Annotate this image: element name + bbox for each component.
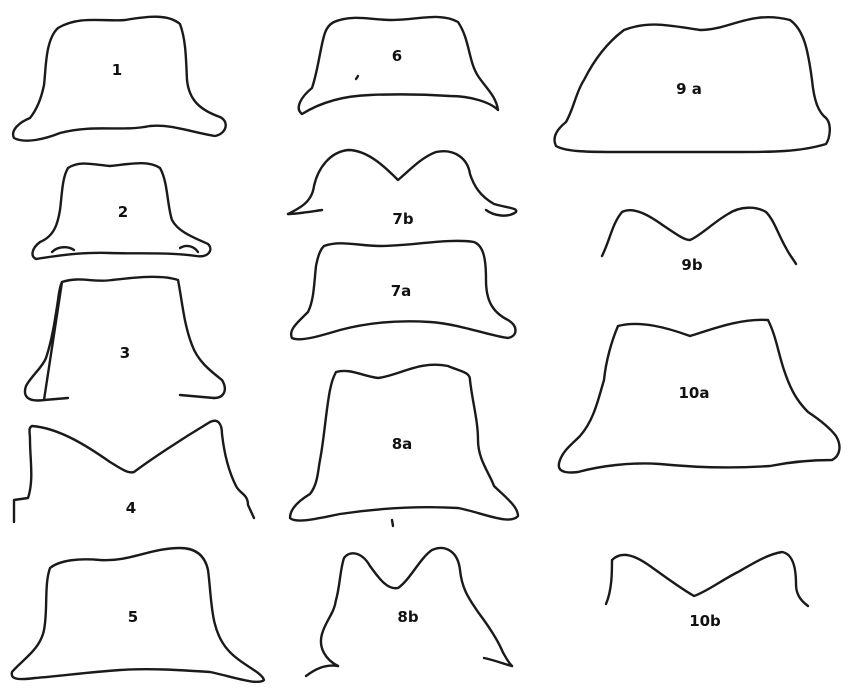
figure-4: 4 (14, 421, 254, 522)
figure-10b-outline (606, 552, 808, 606)
figure-9b-label: 9b (681, 256, 702, 274)
figure-8b: 8b (306, 548, 512, 676)
figure-6: 6 (299, 17, 498, 114)
figure-7b-label: 7b (392, 210, 413, 228)
figure-1-label: 1 (112, 61, 122, 79)
figure-3-base-left (44, 398, 68, 400)
figure-9b: 9b (602, 208, 796, 274)
figure-3: 3 (25, 277, 225, 401)
figure-5-label: 5 (128, 608, 138, 626)
figure-8b-outline (321, 548, 512, 666)
figure-5: 5 (12, 548, 264, 682)
figure-8b-label: 8b (397, 608, 418, 626)
figure-8b-left-foot (306, 666, 338, 676)
figure-10a-label: 10a (679, 384, 710, 402)
figure-9a-label: 9 a (676, 80, 702, 98)
figure-2-right-lobe (180, 246, 198, 252)
figure-7a: 7a (291, 241, 515, 339)
figure-6-label: 6 (392, 47, 402, 65)
figure-3-outline (25, 277, 225, 401)
figure-4-label: 4 (126, 499, 136, 517)
figure-10b-label: 10b (689, 612, 721, 630)
figure-9a: 9 a (554, 17, 829, 152)
figure-10b: 10b (606, 552, 808, 630)
figure-7b-outline (288, 150, 516, 216)
figure-6-outline (299, 17, 498, 114)
figure-7a-label: 7a (391, 282, 412, 300)
figure-2-label: 2 (118, 203, 128, 221)
figure-6-tick (356, 76, 358, 79)
figure-3-label: 3 (120, 344, 130, 362)
figure-10a: 10a (559, 320, 840, 473)
figure-8a-label: 8a (392, 435, 413, 453)
figure-8a: 8a (290, 365, 518, 526)
figure-3-base (180, 395, 214, 398)
figure-7b: 7b (288, 150, 516, 228)
figure-2-left-lobe (52, 247, 74, 252)
figure-2: 2 (33, 163, 211, 259)
figure-1: 1 (13, 17, 226, 141)
figure-8a-tick (392, 520, 393, 526)
